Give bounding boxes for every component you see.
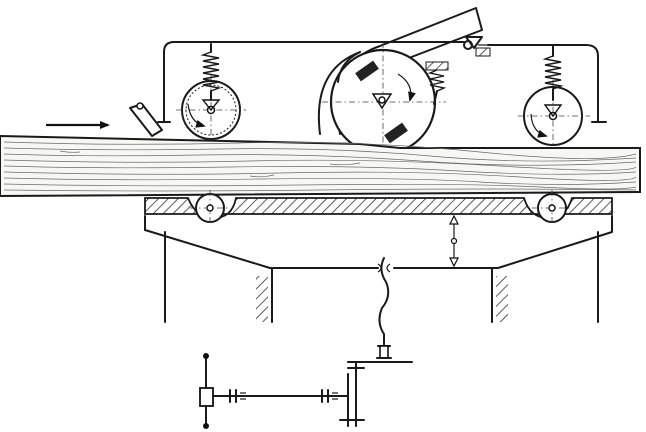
infeed-spring: [200, 43, 222, 101]
outfeed-spring: [542, 45, 564, 101]
horizontal-shaft: [213, 389, 349, 403]
table-roller-right: [532, 190, 572, 226]
machine-base: [144, 215, 613, 323]
cutterhead-spring: [425, 61, 449, 105]
wood-workpiece: [0, 134, 641, 198]
coupling-right: [321, 389, 338, 403]
curved-arrow-icon: [187, 103, 206, 128]
curved-arrow-icon: [530, 113, 548, 138]
table-roller-left: [190, 190, 230, 226]
outfeed-roller: [518, 80, 590, 150]
coupling-left: [229, 389, 246, 403]
double-arrow-vertical-icon: [449, 214, 459, 268]
drive-shaft: [376, 257, 392, 359]
chip-breaker-lever: [129, 102, 163, 137]
gear-transmission: [339, 361, 413, 427]
curved-arrow-icon: [397, 73, 416, 102]
infeed-roller: [176, 75, 246, 145]
motor: [199, 353, 214, 429]
pivot-mount: [475, 47, 491, 57]
upper-frame: [157, 41, 607, 123]
cutterhead: [322, 42, 446, 160]
